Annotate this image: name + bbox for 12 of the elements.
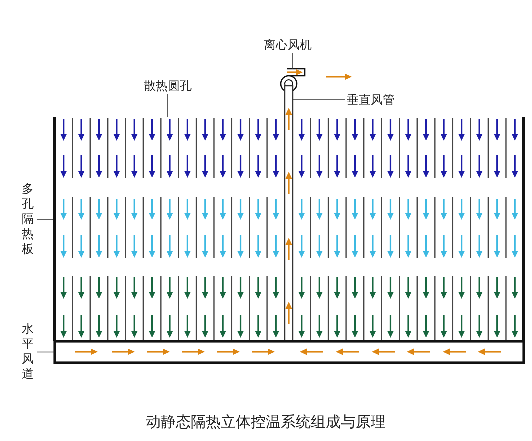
part-label: 垂直风管 bbox=[347, 93, 395, 107]
part-label: 散热圆孔 bbox=[144, 79, 192, 93]
leader-line bbox=[36, 219, 54, 220]
part-label: 离心风机 bbox=[264, 38, 312, 52]
caption: 动静态隔热立体控温系统组成与原理 bbox=[145, 413, 387, 432]
vertical-duct bbox=[284, 85, 294, 342]
leader-line bbox=[36, 352, 56, 353]
side-wall bbox=[53, 117, 56, 341]
horizontal-air-channel bbox=[54, 340, 526, 364]
part-label: 多孔隔热板 bbox=[22, 182, 35, 257]
leader-line bbox=[292, 52, 294, 70]
part-label: 水平风道 bbox=[22, 322, 35, 382]
